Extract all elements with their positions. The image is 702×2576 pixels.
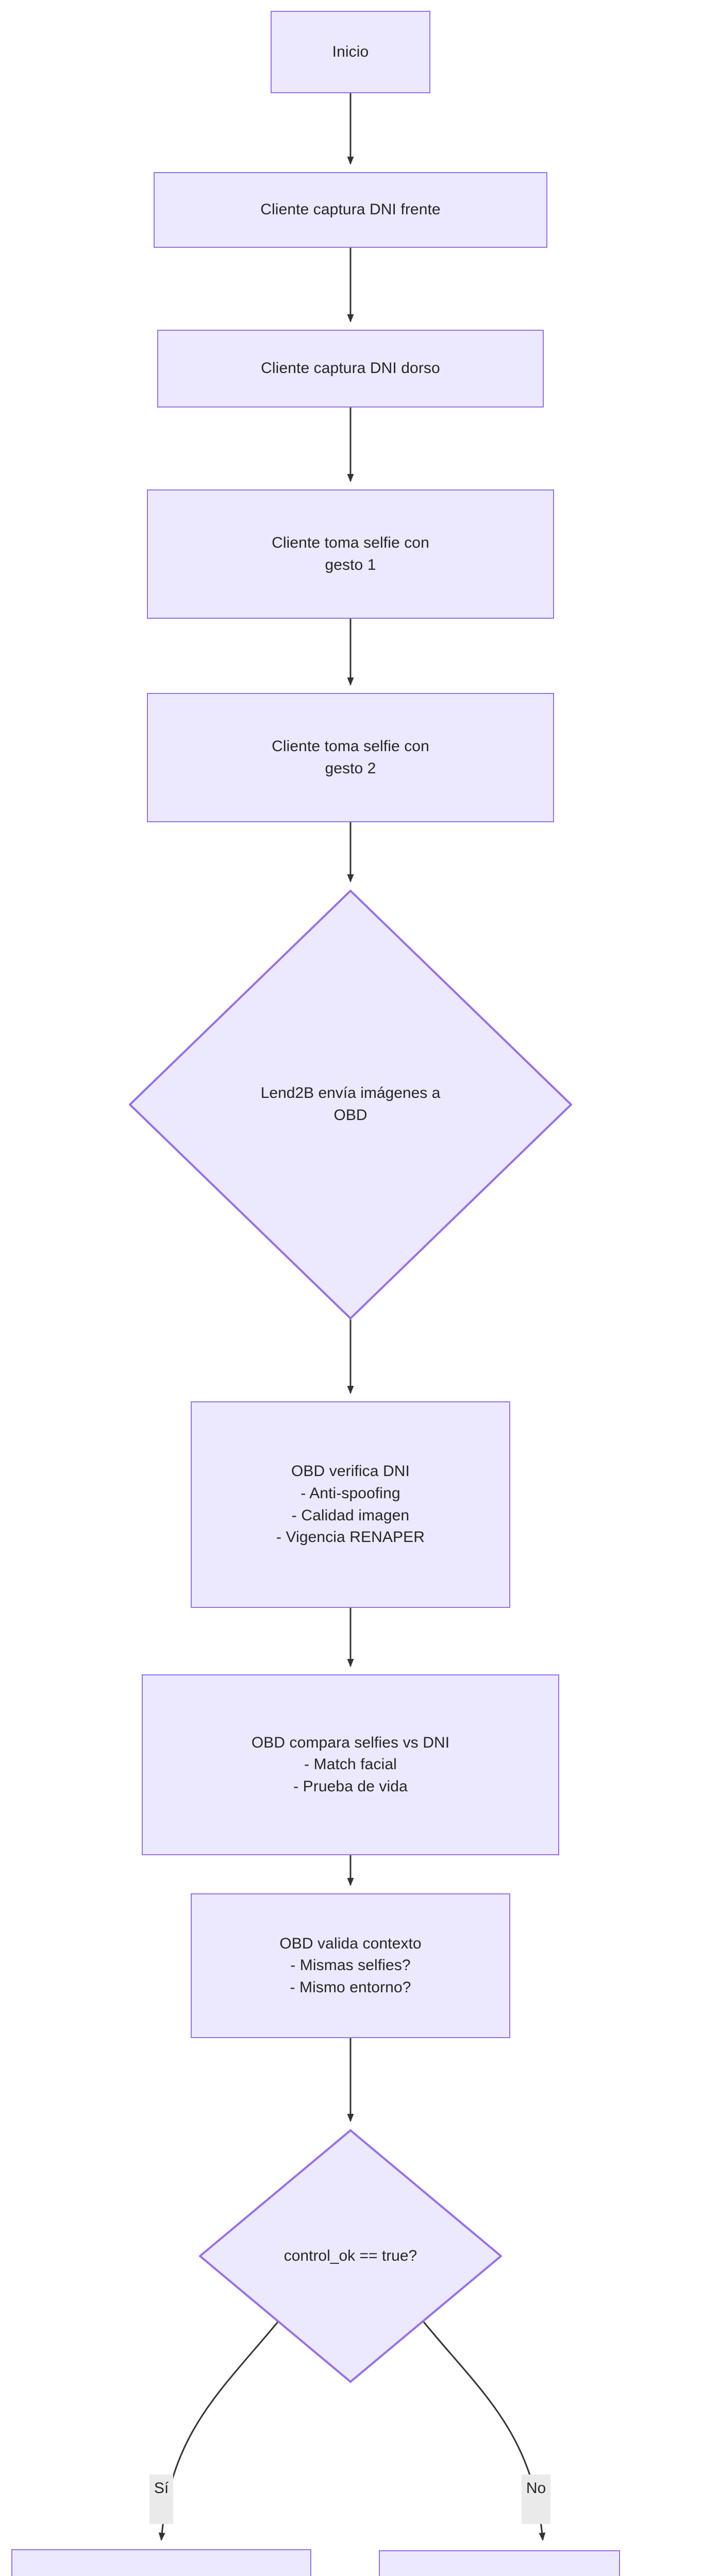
- node-captura-dni-frente-line-0: Cliente captura DNI frente: [260, 201, 441, 218]
- node-verifica-dni-line-2: - Calidad imagen: [291, 1506, 410, 1524]
- node-selfie-gesto-2[interactable]: Cliente toma selfie con gesto 2: [147, 693, 554, 822]
- node-selfie-gesto-2-line-1: gesto 2: [325, 759, 376, 777]
- node-envia-imagenes[interactable]: Lend2B envía imágenes a OBD: [129, 890, 572, 1319]
- edge-label-yes: Sí: [149, 2475, 173, 2524]
- node-valida-contexto-line-0: OBD valida contexto: [279, 1935, 422, 1952]
- node-selfie-gesto-2-line-0: Cliente toma selfie con: [272, 737, 429, 755]
- node-control-ok-text: control_ok == true?: [223, 2245, 478, 2267]
- node-valida-contexto[interactable]: OBD valida contexto - Mismas selfies? - …: [191, 1893, 510, 2038]
- node-captura-dni-frente[interactable]: Cliente captura DNI frente: [154, 172, 547, 248]
- node-selfie-gesto-1-line-1: gesto 1: [325, 556, 376, 573]
- node-captura-dni-dorso[interactable]: Cliente captura DNI dorso: [157, 330, 544, 408]
- node-selfie-gesto-1[interactable]: Cliente toma selfie con gesto 1: [147, 489, 554, 619]
- node-control-ok[interactable]: control_ok == true?: [199, 2129, 502, 2383]
- edge-label-no: No: [522, 2475, 550, 2524]
- node-envia-imagenes-text: Lend2B envía imágenes a OBD: [213, 1082, 488, 1126]
- node-control-ok-line-0: control_ok == true?: [283, 2247, 417, 2264]
- node-rechazar[interactable]: Rechazar Motivo: description: [379, 2550, 620, 2576]
- node-compara-selfies-line-0: OBD compara selfies vs DNI: [251, 1734, 450, 1751]
- node-captura-dni-dorso-line-0: Cliente captura DNI dorso: [261, 360, 440, 377]
- node-selfie-gesto-1-line-0: Cliente toma selfie con: [272, 534, 429, 551]
- node-cliente-valido[interactable]: Cliente válido Continuar proceso: [11, 2549, 311, 2576]
- node-inicio[interactable]: Inicio: [271, 11, 430, 93]
- node-valida-contexto-line-2: - Mismo entorno?: [290, 1978, 411, 1996]
- node-valida-contexto-line-1: - Mismas selfies?: [290, 1957, 411, 1974]
- node-inicio-line-0: Inicio: [332, 43, 369, 60]
- diamond-shape-control-ok: [199, 2129, 502, 2383]
- node-compara-selfies-line-1: - Match facial: [304, 1756, 397, 1773]
- node-compara-selfies[interactable]: OBD compara selfies vs DNI - Match facia…: [142, 1674, 559, 1855]
- diamond-shape-envia-imagenes: [129, 890, 572, 1319]
- node-envia-imagenes-line-0: Lend2B envía imágenes a: [260, 1084, 441, 1102]
- node-verifica-dni[interactable]: OBD verifica DNI - Anti-spoofing - Calid…: [191, 1401, 510, 1608]
- node-envia-imagenes-line-1: OBD: [333, 1107, 367, 1124]
- node-verifica-dni-line-1: - Anti-spoofing: [300, 1484, 400, 1502]
- node-verifica-dni-line-0: OBD verifica DNI: [291, 1463, 410, 1480]
- node-compara-selfies-line-2: - Prueba de vida: [293, 1777, 408, 1795]
- node-verifica-dni-line-3: - Vigencia RENAPER: [276, 1529, 425, 1546]
